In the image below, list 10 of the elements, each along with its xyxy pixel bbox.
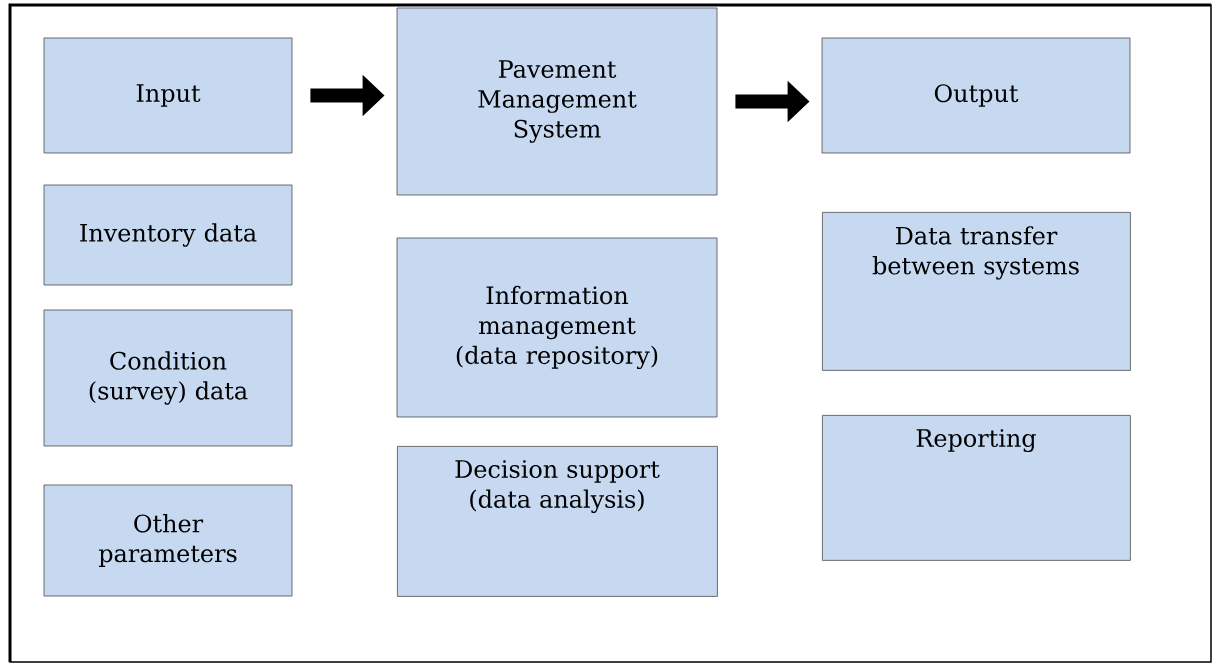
process-box: Pavement Management System (396, 7, 718, 196)
process-box: Condition (survey) data (43, 309, 293, 447)
process-box: Information management (data repository) (396, 237, 718, 418)
process-box: Data transfer between systems (822, 212, 1131, 371)
process-box: Inventory data (43, 184, 293, 286)
process-box: Output (821, 37, 1131, 154)
process-box: Input (43, 37, 293, 154)
process-box: Reporting (822, 415, 1131, 561)
process-box: Decision support (data analysis) (397, 446, 718, 597)
process-box: Other parameters (43, 484, 293, 597)
